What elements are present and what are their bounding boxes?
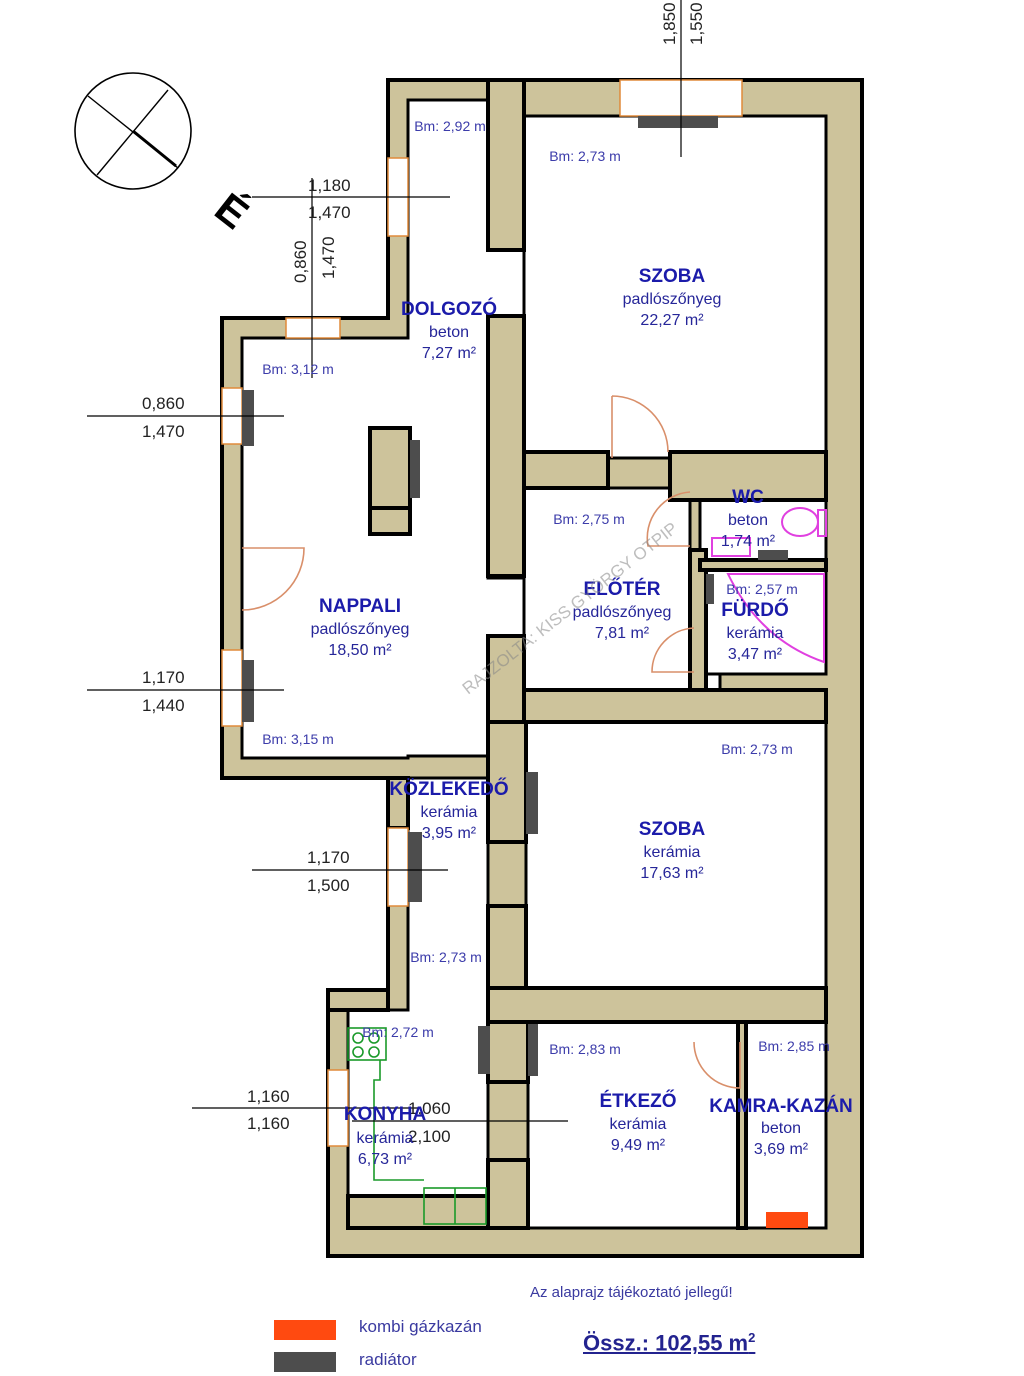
svg-text:1,060: 1,060 <box>408 1099 451 1118</box>
bathtub-icon <box>726 573 825 664</box>
svg-text:Bm: 2,73 m: Bm: 2,73 m <box>549 148 621 164</box>
svg-text:Bm: 2,57 m: Bm: 2,57 m <box>726 581 798 597</box>
svg-text:2,100: 2,100 <box>408 1127 451 1146</box>
svg-text:FÜRDŐ: FÜRDŐ <box>721 599 789 621</box>
svg-text:padlószőnyeg: padlószőnyeg <box>573 604 672 621</box>
svg-text:ÉTKEZŐ: ÉTKEZŐ <box>599 1090 676 1112</box>
svg-text:7,81 m²: 7,81 m² <box>595 625 650 642</box>
radiator-icon <box>638 116 718 128</box>
compass-icon <box>74 72 192 190</box>
svg-text:1,170: 1,170 <box>142 668 185 687</box>
svg-text:kerámia: kerámia <box>357 1130 414 1147</box>
svg-text:1,850: 1,850 <box>660 2 679 45</box>
svg-text:3,69 m²: 3,69 m² <box>754 1141 809 1158</box>
legend-swatch-radiator <box>274 1352 336 1372</box>
radiator-icon <box>706 574 714 604</box>
svg-text:3,95 m²: 3,95 m² <box>422 825 477 842</box>
room-szoba-top <box>522 114 828 460</box>
svg-text:Bm: 2,85 m: Bm: 2,85 m <box>758 1038 830 1054</box>
svg-text:1,160: 1,160 <box>247 1087 290 1106</box>
svg-text:Bm: 2,72 m: Bm: 2,72 m <box>362 1024 434 1040</box>
svg-text:9,49 m²: 9,49 m² <box>611 1137 666 1154</box>
svg-text:Bm: 2,73 m: Bm: 2,73 m <box>721 741 793 757</box>
svg-text:1,500: 1,500 <box>307 876 350 895</box>
svg-text:6,73 m²: 6,73 m² <box>358 1151 413 1168</box>
svg-text:padlószőnyeg: padlószőnyeg <box>311 621 410 638</box>
svg-text:Bm: 2,83 m: Bm: 2,83 m <box>549 1041 621 1057</box>
svg-text:KAMRA-KAZÁN: KAMRA-KAZÁN <box>709 1095 853 1117</box>
svg-text:kerámia: kerámia <box>644 844 701 861</box>
svg-text:SZOBA: SZOBA <box>639 819 706 840</box>
svg-text:7,27 m²: 7,27 m² <box>422 345 477 362</box>
rooms <box>240 78 828 1230</box>
svg-text:beton: beton <box>761 1120 801 1137</box>
svg-text:kerámia: kerámia <box>727 625 784 642</box>
north-arrow-icon: É <box>206 184 257 238</box>
svg-text:Bm: 2,75 m: Bm: 2,75 m <box>553 511 625 527</box>
svg-text:beton: beton <box>728 512 768 529</box>
svg-text:1,74 m²: 1,74 m² <box>721 533 776 550</box>
radiator-icon <box>408 832 422 902</box>
svg-text:1,440: 1,440 <box>142 696 185 715</box>
svg-text:beton: beton <box>429 324 469 341</box>
svg-text:kerámia: kerámia <box>421 804 478 821</box>
svg-text:Bm: 3,12 m: Bm: 3,12 m <box>262 361 334 377</box>
radiators <box>242 116 808 1228</box>
svg-text:Bm: 3,15 m: Bm: 3,15 m <box>262 731 334 747</box>
svg-text:1,180: 1,180 <box>308 176 351 195</box>
stove-icon <box>347 1027 387 1061</box>
radiator-icon <box>528 1024 538 1076</box>
svg-text:WC: WC <box>732 487 764 508</box>
sink-icon <box>711 537 751 557</box>
svg-text:ELŐTÉR: ELŐTÉR <box>583 578 660 600</box>
svg-text:1,470: 1,470 <box>319 236 338 279</box>
svg-text:18,50 m²: 18,50 m² <box>328 642 392 659</box>
svg-text:1,470: 1,470 <box>308 203 351 222</box>
svg-text:0,860: 0,860 <box>142 394 185 413</box>
svg-text:22,27 m²: 22,27 m² <box>640 312 704 329</box>
svg-text:1,550: 1,550 <box>687 2 706 45</box>
total-area: Össz.: 102,55 m2 <box>583 1330 756 1356</box>
radiator-icon <box>242 660 254 722</box>
legend-label-radiator: radiátor <box>359 1350 417 1369</box>
boiler-icon <box>766 1212 808 1228</box>
doors <box>241 395 741 1089</box>
svg-text:1,470: 1,470 <box>142 422 185 441</box>
svg-text:KÖZLEKEDŐ: KÖZLEKEDŐ <box>389 778 508 800</box>
svg-text:SZOBA: SZOBA <box>639 266 706 287</box>
svg-text:1,160: 1,160 <box>247 1114 290 1133</box>
radiator-icon <box>478 1026 490 1074</box>
svg-text:0,860: 0,860 <box>291 240 310 283</box>
svg-text:KONYHA: KONYHA <box>344 1104 427 1125</box>
radiator-icon <box>410 440 420 498</box>
legend-label-boiler: kombi gázkazán <box>359 1317 482 1336</box>
svg-text:Bm: 2,92 m: Bm: 2,92 m <box>414 118 486 134</box>
svg-text:padlószőnyeg: padlószőnyeg <box>623 291 722 308</box>
svg-text:1,170: 1,170 <box>307 848 350 867</box>
svg-text:Bm: 2,73 m: Bm: 2,73 m <box>410 949 482 965</box>
svg-text:DOLGOZÓ: DOLGOZÓ <box>401 298 497 320</box>
svg-text:kerámia: kerámia <box>610 1116 667 1133</box>
room-labels: Bm: 2,92 m Bm: 2,73 m SZOBA padlószőnyeg… <box>262 118 853 1168</box>
dimension-labels: 1,850 1,550 1,180 1,470 0,860 1,470 0,86… <box>142 2 706 1146</box>
legend-swatch-boiler <box>274 1320 336 1340</box>
svg-text:É: É <box>206 184 257 238</box>
disclaimer: Az alaprajz tájékoztató jellegű! <box>530 1284 733 1301</box>
radiator-icon <box>242 390 254 446</box>
radiator-icon <box>758 550 788 560</box>
svg-text:17,63 m²: 17,63 m² <box>640 865 704 882</box>
dimension-lines <box>87 0 682 1122</box>
svg-text:NAPPALI: NAPPALI <box>319 596 401 617</box>
fixtures <box>347 507 827 1225</box>
radiator-icon <box>526 772 538 834</box>
svg-text:3,47 m²: 3,47 m² <box>728 646 783 663</box>
